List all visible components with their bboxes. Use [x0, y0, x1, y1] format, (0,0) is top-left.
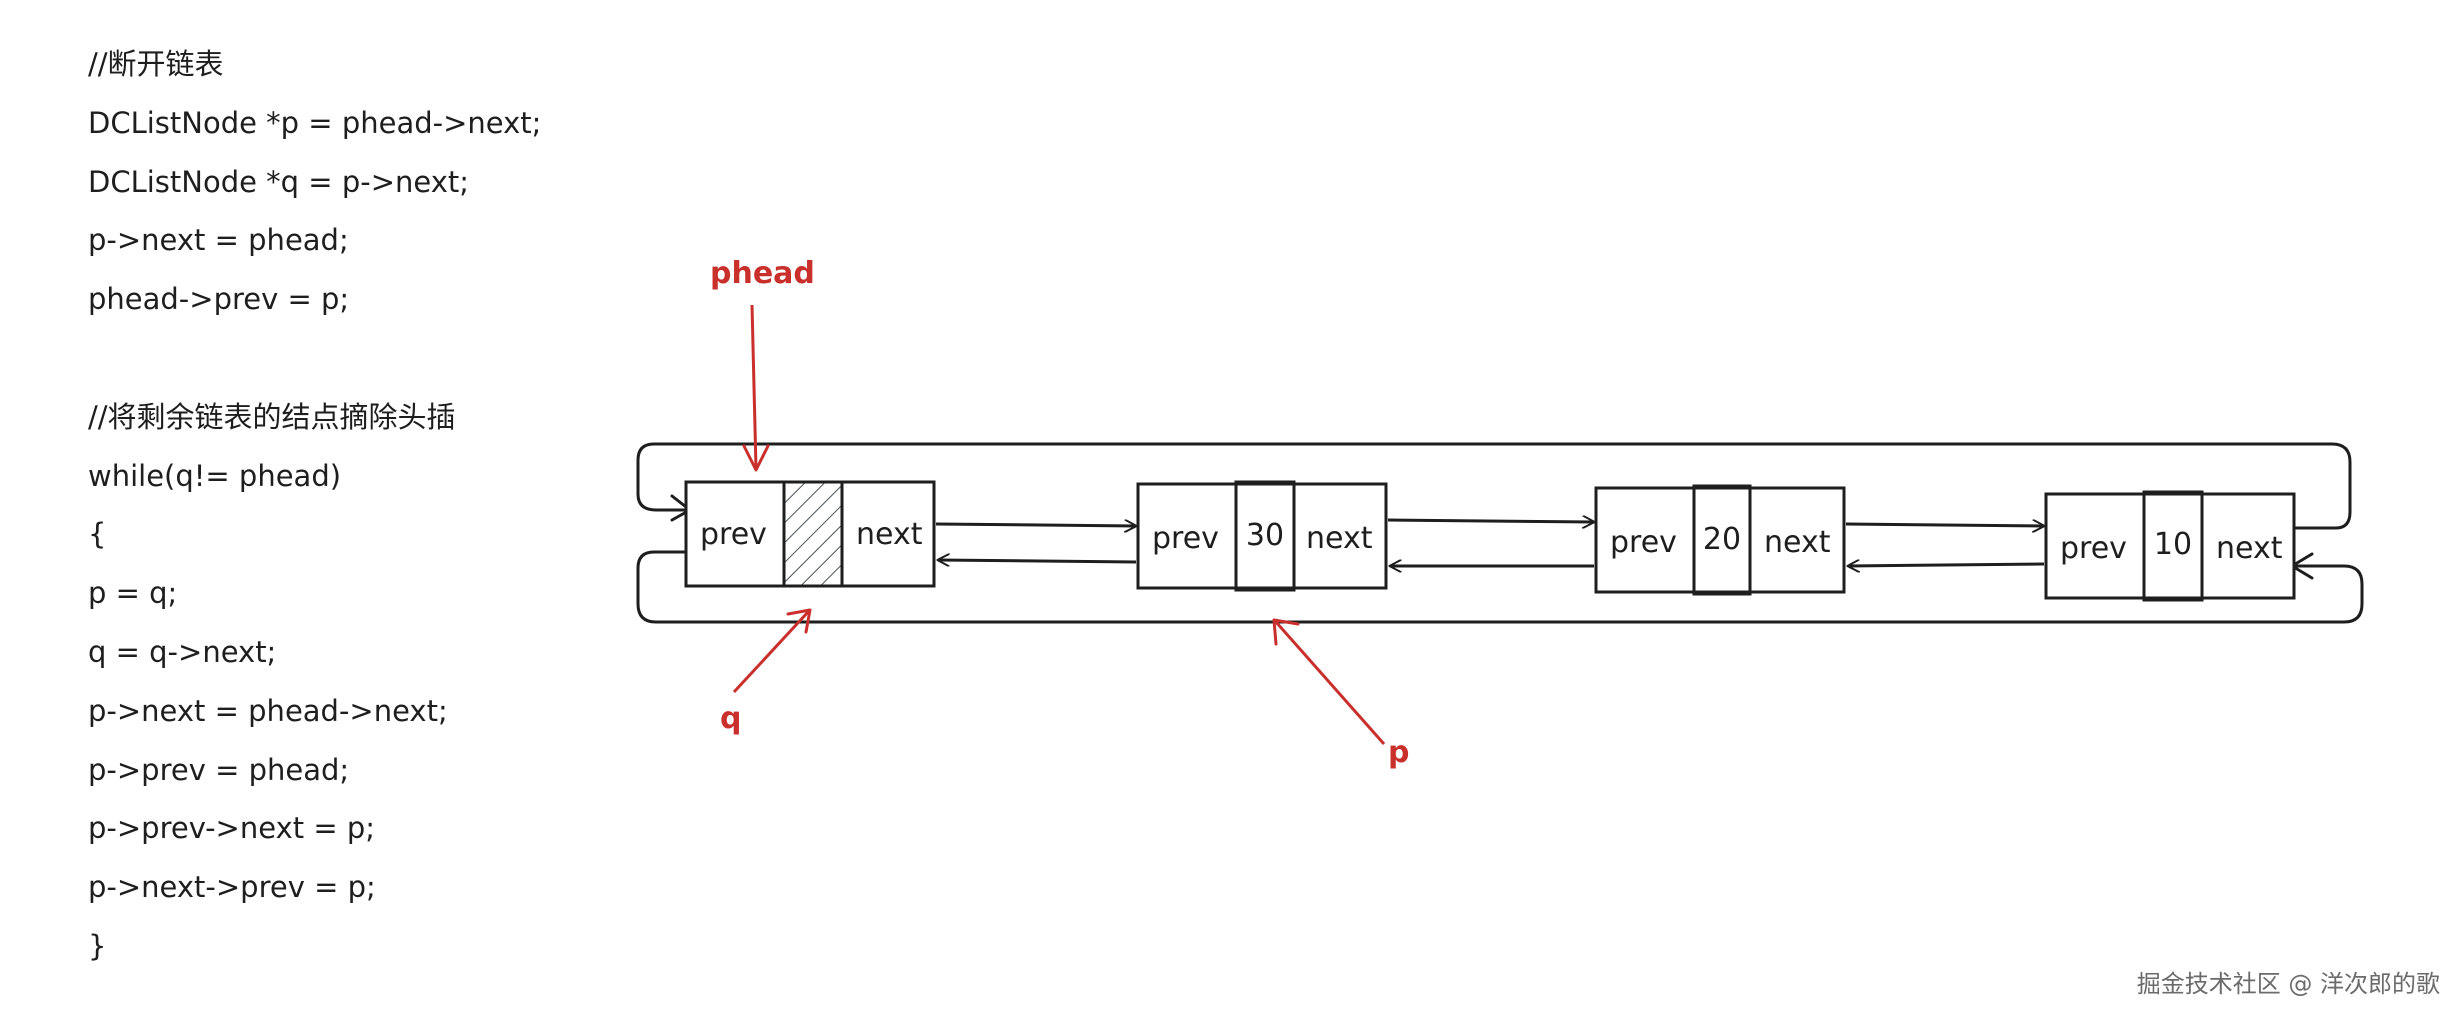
code-line: p->next->prev = p;	[88, 870, 376, 904]
watermark-text: 掘金技术社区 @ 洋次郎的歌	[2137, 970, 2440, 998]
p-pointer-arrow	[1274, 621, 1386, 745]
code-line: DCListNode *p = phead->next;	[88, 106, 542, 140]
q-pointer-arrowhead	[786, 608, 812, 634]
circular-prev-link	[636, 550, 2364, 624]
node-10-prev-label: prev	[2060, 531, 2127, 566]
code-line: //断开链表	[88, 47, 224, 81]
node-20-prev-label: prev	[1610, 525, 1677, 560]
phead-pointer-arrowhead	[742, 444, 770, 472]
circular-next-link	[636, 442, 2352, 530]
code-line: }	[88, 929, 107, 963]
code-line: p->prev = phead;	[88, 753, 350, 787]
prev-link-30-to-head	[938, 560, 1137, 562]
code-line: p->next = phead;	[88, 223, 349, 257]
phead-pointer-label: phead	[710, 256, 815, 291]
node-head: prev next	[684, 480, 936, 588]
prev-link-10-to-20	[1848, 564, 2045, 566]
code-line: p = q;	[88, 576, 178, 610]
code-line: phead->prev = p;	[88, 282, 350, 316]
node-10-next-label: next	[2216, 531, 2283, 566]
code-line: {	[88, 517, 107, 551]
code-line: q = q->next;	[88, 635, 277, 669]
code-line: //将剩余链表的结点摘除头插	[88, 400, 456, 434]
code-line: p->next = phead->next;	[88, 694, 448, 728]
code-line: DCListNode *q = p->next;	[88, 165, 470, 199]
node-30-prev-label: prev	[1152, 521, 1219, 556]
node-30-value: 30	[1246, 518, 1284, 553]
code-line: p->prev->next = p;	[88, 811, 376, 845]
head-data-cell-hatched	[782, 480, 844, 588]
next-link-30-to-20	[1387, 520, 1594, 522]
node-10-value: 10	[2154, 527, 2192, 562]
node-head-prev-label: prev	[700, 517, 767, 552]
node-20: prev 20 next	[1594, 484, 1846, 596]
p-pointer-label: p	[1388, 735, 1409, 770]
node-head-next-label: next	[856, 517, 923, 552]
node-10: prev 10 next	[2044, 490, 2296, 602]
next-link-head-to-30	[935, 524, 1136, 526]
node-30-next-label: next	[1306, 521, 1373, 556]
phead-pointer-arrow	[750, 304, 758, 469]
p-pointer-arrowhead	[1272, 618, 1300, 646]
q-pointer-label: q	[720, 701, 741, 736]
node-30: prev 30 next	[1136, 480, 1388, 592]
code-line: while(q!= phead)	[88, 459, 342, 493]
node-20-value: 20	[1703, 522, 1741, 557]
q-pointer-arrow	[732, 610, 810, 694]
next-link-20-to-10	[1845, 524, 2044, 526]
node-20-next-label: next	[1764, 525, 1831, 560]
